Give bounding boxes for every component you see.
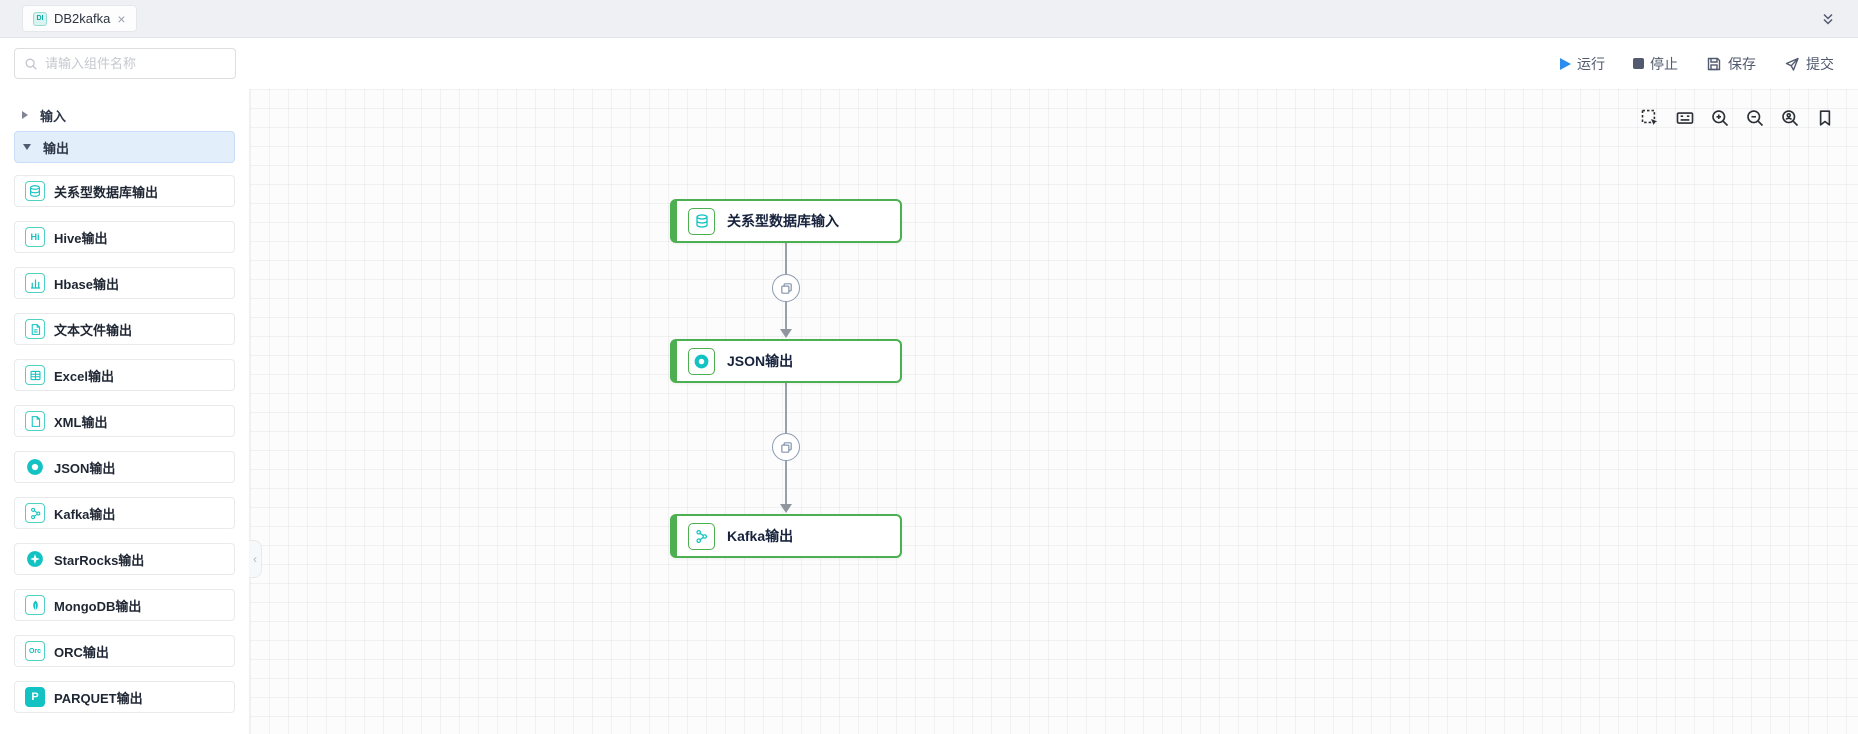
json-icon	[25, 457, 45, 477]
sidebar-item-excel-output[interactable]: Excel输出	[14, 359, 235, 391]
chevron-double-down-icon	[1823, 13, 1833, 25]
json-icon	[688, 347, 715, 375]
flow-canvas[interactable]: ‹	[249, 89, 1858, 734]
sidebar-item-orc-output[interactable]: Orc ORC输出	[14, 635, 235, 667]
run-button[interactable]: 运行	[1560, 54, 1605, 74]
component-label: JSON输出	[54, 460, 116, 476]
chevron-right-icon	[22, 111, 28, 119]
search-icon	[25, 58, 37, 70]
node-label: 关系型数据库输入	[727, 213, 839, 229]
node-label: Kafka输出	[727, 528, 794, 544]
tab-label: DB2kafka	[54, 11, 111, 26]
run-actions: 运行 停止 保存 提交	[1560, 54, 1858, 74]
run-label: 运行	[1577, 55, 1605, 72]
tab-bar: DI DB2kafka ×	[0, 0, 1858, 38]
sidebar-item-json-output[interactable]: JSON输出	[14, 451, 235, 483]
component-label: Hbase输出	[54, 276, 120, 292]
stop-label: 停止	[1650, 55, 1678, 72]
section-input-label: 输入	[40, 108, 67, 124]
component-label: MongoDB输出	[54, 598, 142, 614]
component-label: PARQUET输出	[54, 690, 143, 706]
edge-copy-button-2[interactable]	[772, 433, 800, 461]
sidebar-item-hbase-output[interactable]: Hbase输出	[14, 267, 235, 299]
flow-node-json-output[interactable]: JSON输出	[670, 339, 902, 383]
save-icon	[1707, 57, 1721, 70]
component-search[interactable]	[14, 48, 236, 79]
sidebar-item-mongodb-output[interactable]: MongoDB输出	[14, 589, 235, 621]
hive-icon: Hi	[25, 227, 45, 247]
sidebar-item-relational-db-output[interactable]: 关系型数据库输出	[14, 175, 235, 207]
text-file-icon	[25, 319, 45, 339]
component-label: Excel输出	[54, 368, 114, 384]
bookmark-icon[interactable]	[1814, 107, 1836, 129]
component-label: 文本文件输出	[54, 322, 133, 338]
component-list: 关系型数据库输出 Hi Hive输出 Hbase输出	[14, 175, 235, 713]
hbase-icon	[25, 273, 45, 293]
flow-node-relational-db-input[interactable]: 关系型数据库输入	[670, 199, 902, 243]
component-label: XML输出	[54, 414, 108, 430]
toolbar: 运行 停止 保存 提交	[0, 38, 1858, 89]
sidebar-item-xml-output[interactable]: XML输出	[14, 405, 235, 437]
section-output[interactable]: 输出	[14, 131, 235, 163]
flow-node-kafka-output[interactable]: Kafka输出	[670, 514, 902, 558]
kafka-icon	[688, 522, 715, 550]
node-label: JSON输出	[727, 353, 794, 369]
canvas-controls	[1639, 107, 1836, 129]
sidebar-item-parquet-output[interactable]: P PARQUET输出	[14, 681, 235, 713]
zoom-user-icon[interactable]	[1779, 107, 1801, 129]
minimap-icon[interactable]	[1674, 107, 1696, 129]
edge-copy-button-1[interactable]	[772, 274, 800, 302]
parquet-icon: P	[25, 687, 45, 707]
select-tool-icon[interactable]	[1639, 107, 1661, 129]
play-icon	[1560, 57, 1571, 70]
edge-arrow-1	[780, 329, 792, 338]
save-label: 保存	[1728, 55, 1756, 72]
edge-arrow-2	[780, 504, 792, 513]
tab-db2kafka[interactable]: DI DB2kafka ×	[22, 5, 137, 32]
excel-icon	[25, 365, 45, 385]
sidebar-item-starrocks-output[interactable]: StarRocks输出	[14, 543, 235, 575]
starrocks-icon	[25, 549, 45, 569]
component-label: Kafka输出	[54, 506, 116, 522]
kafka-icon	[25, 503, 45, 523]
stop-button[interactable]: 停止	[1633, 54, 1678, 74]
database-icon	[688, 207, 715, 235]
database-icon	[25, 181, 45, 201]
submit-icon	[1785, 57, 1799, 71]
component-label: StarRocks输出	[54, 552, 145, 568]
section-output-label: 输出	[43, 140, 70, 156]
sidebar-collapse-handle[interactable]: ‹	[249, 540, 262, 578]
component-label: 关系型数据库输出	[54, 184, 159, 200]
sidebar-item-kafka-output[interactable]: Kafka输出	[14, 497, 235, 529]
mongodb-icon	[25, 595, 45, 615]
submit-button[interactable]: 提交	[1784, 54, 1834, 74]
submit-label: 提交	[1806, 55, 1834, 72]
component-label: ORC输出	[54, 644, 109, 660]
save-button[interactable]: 保存	[1706, 54, 1756, 74]
zoom-in-icon[interactable]	[1709, 107, 1731, 129]
stop-icon	[1633, 58, 1644, 69]
zoom-out-icon[interactable]	[1744, 107, 1766, 129]
pipeline-badge-icon: DI	[33, 11, 47, 26]
search-input[interactable]	[45, 56, 226, 71]
chevron-down-icon	[23, 144, 31, 150]
component-label: Hive输出	[54, 230, 108, 246]
xml-icon	[25, 411, 45, 431]
sidebar-item-text-file-output[interactable]: 文本文件输出	[14, 313, 235, 345]
tab-close-icon[interactable]: ×	[117, 10, 126, 27]
component-sidebar: 输入 输出 关系型数据库输出 Hi Hive输出	[0, 89, 250, 734]
copy-icon	[780, 282, 792, 294]
sidebar-item-hive-output[interactable]: Hi Hive输出	[14, 221, 235, 253]
orc-icon: Orc	[25, 641, 45, 661]
copy-icon	[780, 441, 792, 453]
section-input[interactable]: 输入	[14, 99, 235, 131]
collapse-panel-button[interactable]	[1820, 11, 1836, 27]
